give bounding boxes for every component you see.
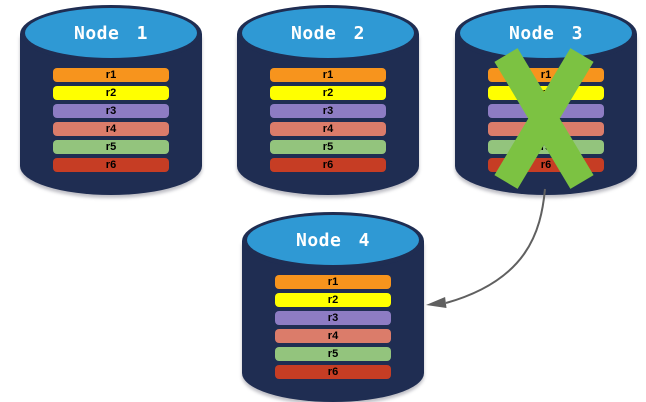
row-r3: r3: [53, 104, 169, 118]
row-r3: r3: [488, 104, 604, 118]
node-2-title: Node 2: [290, 23, 366, 44]
node-3-cylinder: Node 3 r1 r2 r3 r4 r5 r6: [455, 5, 637, 195]
row-r3: r3: [275, 311, 391, 325]
node-2-cylinder: Node 2 r1 r2 r3 r4 r5 r6: [237, 5, 419, 195]
row-r4: r4: [270, 122, 386, 136]
row-r2: r2: [53, 86, 169, 100]
node-3-title: Node 3: [508, 23, 584, 44]
node-4-cylinder: Node 4 r1 r2 r3 r4 r5 r6: [242, 212, 424, 402]
node-3-rows: r1 r2 r3 r4 r5 r6: [488, 68, 604, 172]
node-4-cylinder-top-face: [247, 215, 419, 265]
row-r6: r6: [488, 158, 604, 172]
row-r1: r1: [275, 275, 391, 289]
row-r4: r4: [53, 122, 169, 136]
row-r2: r2: [270, 86, 386, 100]
row-r1: r1: [270, 68, 386, 82]
row-r6: r6: [270, 158, 386, 172]
node-1-cylinder-top-face: [25, 8, 197, 58]
node-4-title: Node 4: [295, 230, 371, 251]
row-r4: r4: [488, 122, 604, 136]
row-r5: r5: [270, 140, 386, 154]
node-4-cylinder-top: [242, 212, 424, 270]
row-r2: r2: [488, 86, 604, 100]
replication-arrow: [445, 188, 546, 304]
row-r5: r5: [53, 140, 169, 154]
node-2-cylinder-top-face: [242, 8, 414, 58]
row-r6: r6: [275, 365, 391, 379]
node-1-title: Node 1: [73, 23, 149, 44]
node-2-cylinder-top: [237, 5, 419, 63]
node-1-cylinder-top: [20, 5, 202, 63]
row-r1: r1: [488, 68, 604, 82]
row-r3: r3: [270, 104, 386, 118]
row-r2: r2: [275, 293, 391, 307]
node-1-cylinder: Node 1 r1 r2 r3 r4 r5 r6: [20, 5, 202, 195]
node-1-rows: r1 r2 r3 r4 r5 r6: [53, 68, 169, 172]
row-r1: r1: [53, 68, 169, 82]
row-r4: r4: [275, 329, 391, 343]
replication-arrow-head: [426, 297, 447, 308]
row-r5: r5: [275, 347, 391, 361]
node-2-rows: r1 r2 r3 r4 r5 r6: [270, 68, 386, 172]
node-4-rows: r1 r2 r3 r4 r5 r6: [275, 275, 391, 379]
row-r5: r5: [488, 140, 604, 154]
row-r6: r6: [53, 158, 169, 172]
